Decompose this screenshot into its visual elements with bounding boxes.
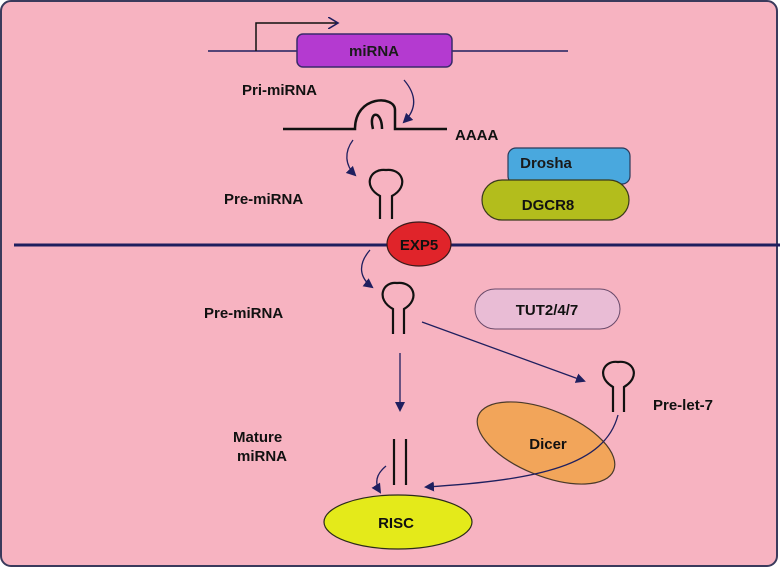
drosha-label: Drosha bbox=[520, 155, 572, 172]
pri-to-pre-arrow bbox=[345, 139, 357, 177]
pre-mirna-cytoplasm-hairpin bbox=[381, 281, 415, 334]
pre-mirna-nucleus-label: Pre-miRNA bbox=[224, 191, 303, 208]
exp5-label: EXP5 bbox=[400, 237, 438, 254]
tut-box bbox=[474, 288, 621, 330]
dgcr8-label: DGCR8 bbox=[522, 197, 575, 214]
transcription-start-arrow bbox=[255, 23, 338, 51]
tut-label: TUT2/4/7 bbox=[516, 302, 579, 319]
pre-let7-label: Pre-let-7 bbox=[653, 397, 713, 414]
risc-label: RISC bbox=[378, 515, 414, 532]
pri-mirna-transcript bbox=[283, 99, 447, 131]
dicer-label: Dicer bbox=[529, 436, 567, 453]
pre-mirna-nucleus-hairpin bbox=[368, 168, 404, 219]
pri-mirna-label: Pri-miRNA bbox=[242, 82, 317, 99]
exp5-ellipse bbox=[386, 221, 452, 267]
pre-let7-hairpin bbox=[602, 360, 635, 412]
polya-tail-label: AAAA bbox=[455, 127, 498, 144]
export-arrow bbox=[360, 249, 374, 289]
pre-mirna-cytoplasm-label: Pre-miRNA bbox=[204, 305, 283, 322]
mature-to-risc-arrow bbox=[371, 465, 387, 494]
mature-mirna-label-line2: miRNA bbox=[237, 448, 287, 465]
pri-mirna-arrow bbox=[402, 79, 415, 124]
mirna-gene-label: miRNA bbox=[349, 43, 399, 60]
let7-to-risc-arrow bbox=[424, 414, 619, 492]
to-pre-let7-arrow bbox=[421, 321, 586, 383]
dgcr8-box bbox=[481, 179, 630, 221]
pri-mirna-stem-inner bbox=[370, 113, 384, 130]
mirna-gene-box bbox=[296, 33, 453, 68]
risc-ellipse bbox=[323, 494, 473, 550]
mature-mirna-label-line1: Mature bbox=[233, 429, 282, 446]
